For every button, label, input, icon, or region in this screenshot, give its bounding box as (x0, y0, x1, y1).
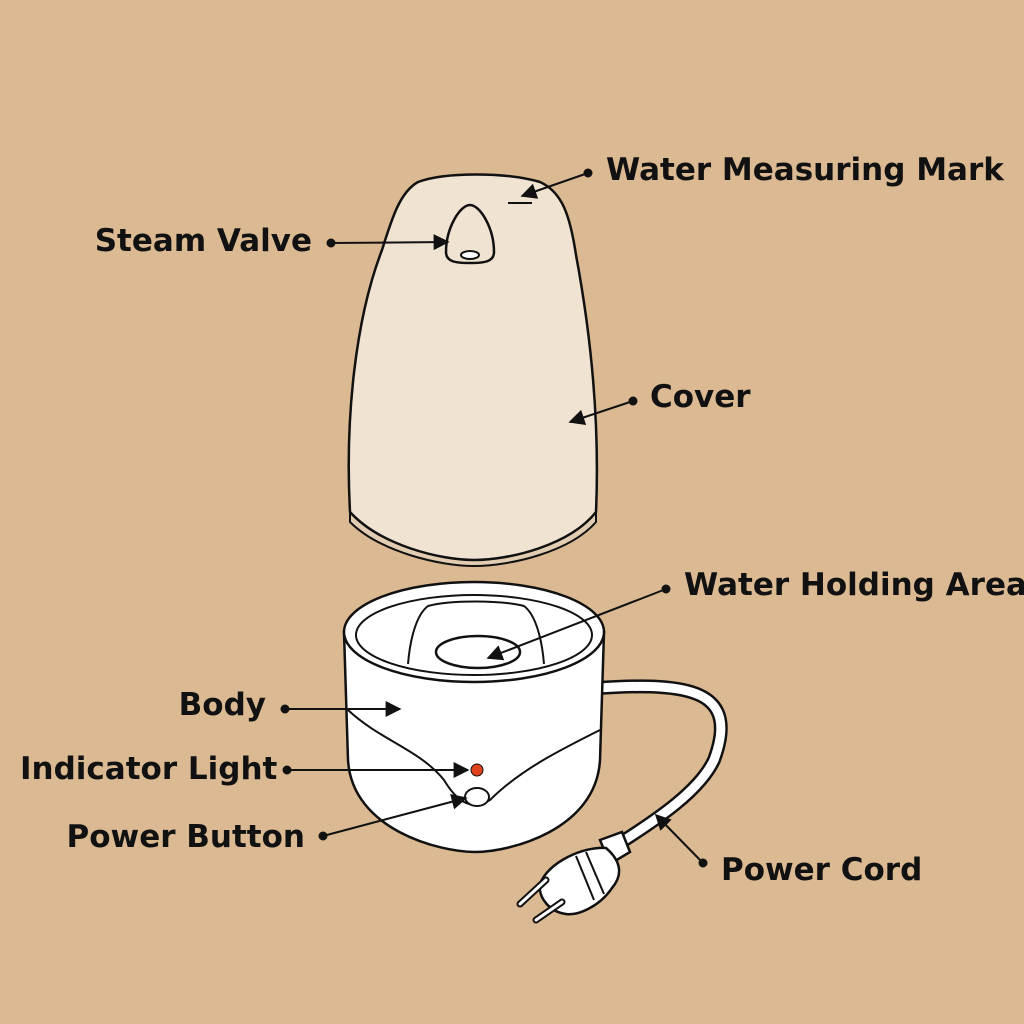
label-water-measuring-mark: Water Measuring Mark (606, 152, 1004, 188)
label-power-cord: Power Cord (721, 852, 923, 888)
steam-valve-hole (460, 250, 480, 260)
label-power-button: Power Button (66, 819, 305, 855)
label-steam-valve: Steam Valve (94, 223, 312, 259)
leader-lines (280, 168, 708, 868)
power-button-shape (464, 787, 490, 807)
cover-shell (347, 173, 599, 562)
label-water-holding-area: Water Holding Area (684, 567, 1024, 603)
body-part (342, 580, 606, 854)
label-cover: Cover (650, 379, 751, 415)
indicator-light-dot (470, 763, 484, 777)
steam-valve-shape (444, 203, 496, 265)
cover-part (347, 173, 599, 568)
label-indicator-light: Indicator Light (20, 751, 278, 787)
body-shell (342, 630, 606, 854)
plug-body (538, 846, 621, 916)
water-holding-area (434, 634, 522, 670)
label-body: Body (178, 687, 266, 723)
